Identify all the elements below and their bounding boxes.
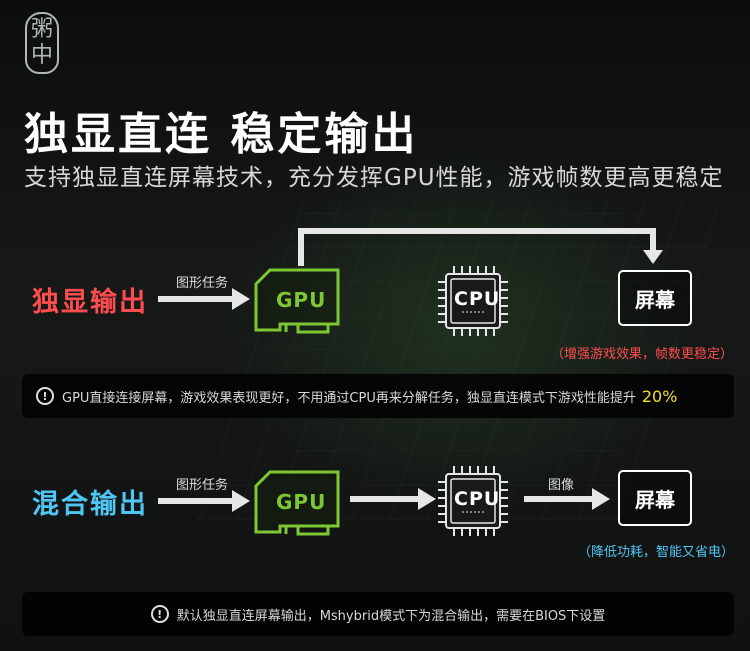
hybrid-info-bar: ! 默认独显直连屏幕输出，Mshybrid模式下为混合输出，需要在BIOS下设置 (22, 592, 734, 636)
hybrid-image-caption: 图像 (548, 478, 575, 493)
discrete-note: （增强游戏效果，帧数更稳定） (551, 347, 734, 362)
hybrid-cpu-label: CPU (454, 488, 501, 510)
graphics-card-icon (254, 470, 340, 536)
hybrid-arrow-caption: 图形任务 (176, 478, 229, 493)
arrow-right-icon (158, 288, 250, 310)
processor-chip-icon (438, 466, 508, 536)
discrete-screen-label: 屏幕 (635, 287, 675, 312)
page-subtitle: 支持独显直连屏幕技术，充分发挥GPU性能，游戏帧数更高更稳定 (24, 165, 724, 191)
brand-seal-logo: 粥 中 (25, 12, 59, 74)
info-circle-icon: ! (150, 605, 169, 623)
performance-gain-value: 20% (641, 386, 678, 406)
arrow-right-icon (350, 488, 436, 510)
hybrid-note: （降低功耗，智能又省电） (578, 545, 735, 560)
hybrid-info-text: 默认独显直连屏幕输出，Mshybrid模式下为混合输出，需要在BIOS下设置 (176, 608, 606, 624)
logo-glyph-top: 粥 (30, 17, 53, 42)
hybrid-screen-label: 屏幕 (635, 487, 675, 512)
discrete-screen-box: 屏幕 (618, 270, 692, 326)
discrete-arrow-caption: 图形任务 (176, 276, 229, 291)
direct-route-arrow (298, 228, 663, 266)
page-title: 独显直连 稳定输出 (24, 109, 419, 160)
discrete-cpu-label: CPU (454, 288, 501, 310)
discrete-gpu-label: GPU (276, 288, 327, 312)
hybrid-output-label: 混合输出 (32, 489, 148, 520)
discrete-output-label: 独显输出 (32, 287, 148, 318)
arrow-right-icon (158, 490, 250, 512)
discrete-info-bar: ! GPU直接连接屏幕，游戏效果表现更好，不用通过CPU再来分解任务，独显直连模… (22, 374, 734, 418)
discrete-info-text: GPU直接连接屏幕，游戏效果表现更好，不用通过CPU再来分解任务，独显直连模式下… (62, 390, 636, 406)
arrow-right-icon (524, 488, 610, 510)
hybrid-gpu-label: GPU (276, 490, 327, 514)
processor-chip-icon (438, 266, 508, 336)
hybrid-screen-box: 屏幕 (618, 470, 692, 526)
logo-glyph-bottom: 中 (30, 43, 53, 68)
graphics-card-icon (254, 268, 340, 334)
info-circle-icon: ! (36, 387, 54, 405)
